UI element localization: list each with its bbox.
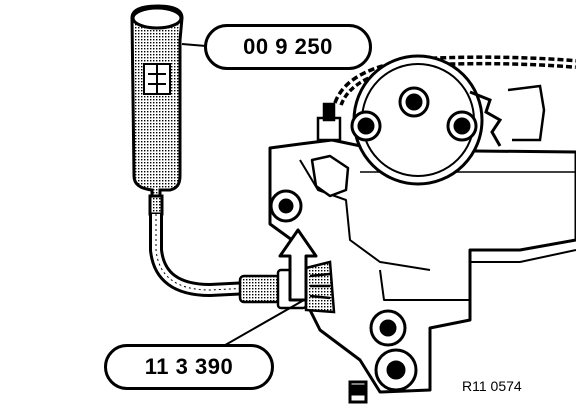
camshaft-sprocket (333, 54, 576, 186)
sensor-connector (238, 260, 336, 314)
leader-lines (181, 43, 305, 349)
pulley-bolts (269, 189, 418, 404)
sensor-callout: 11 3 390 (104, 344, 274, 390)
tool-callout: 00 9 250 (204, 24, 372, 70)
test-cable (149, 214, 251, 298)
figure-code: R11 0574 (462, 378, 522, 394)
test-tool (130, 4, 184, 216)
tensioner-bolt (316, 102, 342, 142)
up-arrow-icon (278, 228, 318, 302)
